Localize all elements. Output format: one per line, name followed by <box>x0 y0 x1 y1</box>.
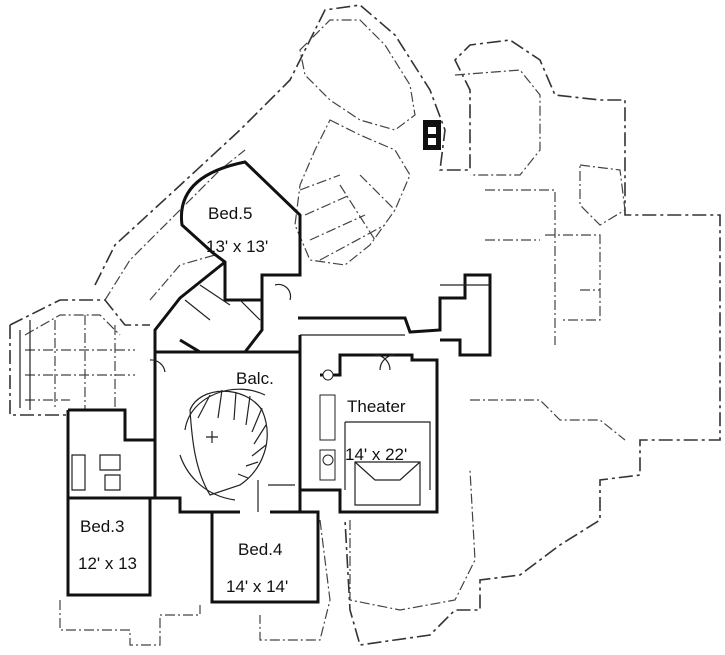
bed5-size: 13' x 13' <box>206 237 268 256</box>
room-labels: Bed.5 13' x 13' Balc. Theater 14' x 22' … <box>78 204 407 596</box>
bed3-name: Bed.3 <box>80 517 124 536</box>
bed5-name: Bed.5 <box>208 204 252 223</box>
upper-floor-walls <box>66 160 492 604</box>
theater-name: Theater <box>347 397 406 416</box>
balcony-name: Balc. <box>236 369 274 388</box>
lower-floor-outline <box>9 4 721 646</box>
bed4-size: 14' x 14' <box>226 577 288 596</box>
bed4-name: Bed.4 <box>238 540 282 559</box>
theater-size: 14' x 22' <box>345 445 407 464</box>
bed3-size: 12' x 13 <box>78 554 137 573</box>
chimney-icon <box>423 120 441 150</box>
